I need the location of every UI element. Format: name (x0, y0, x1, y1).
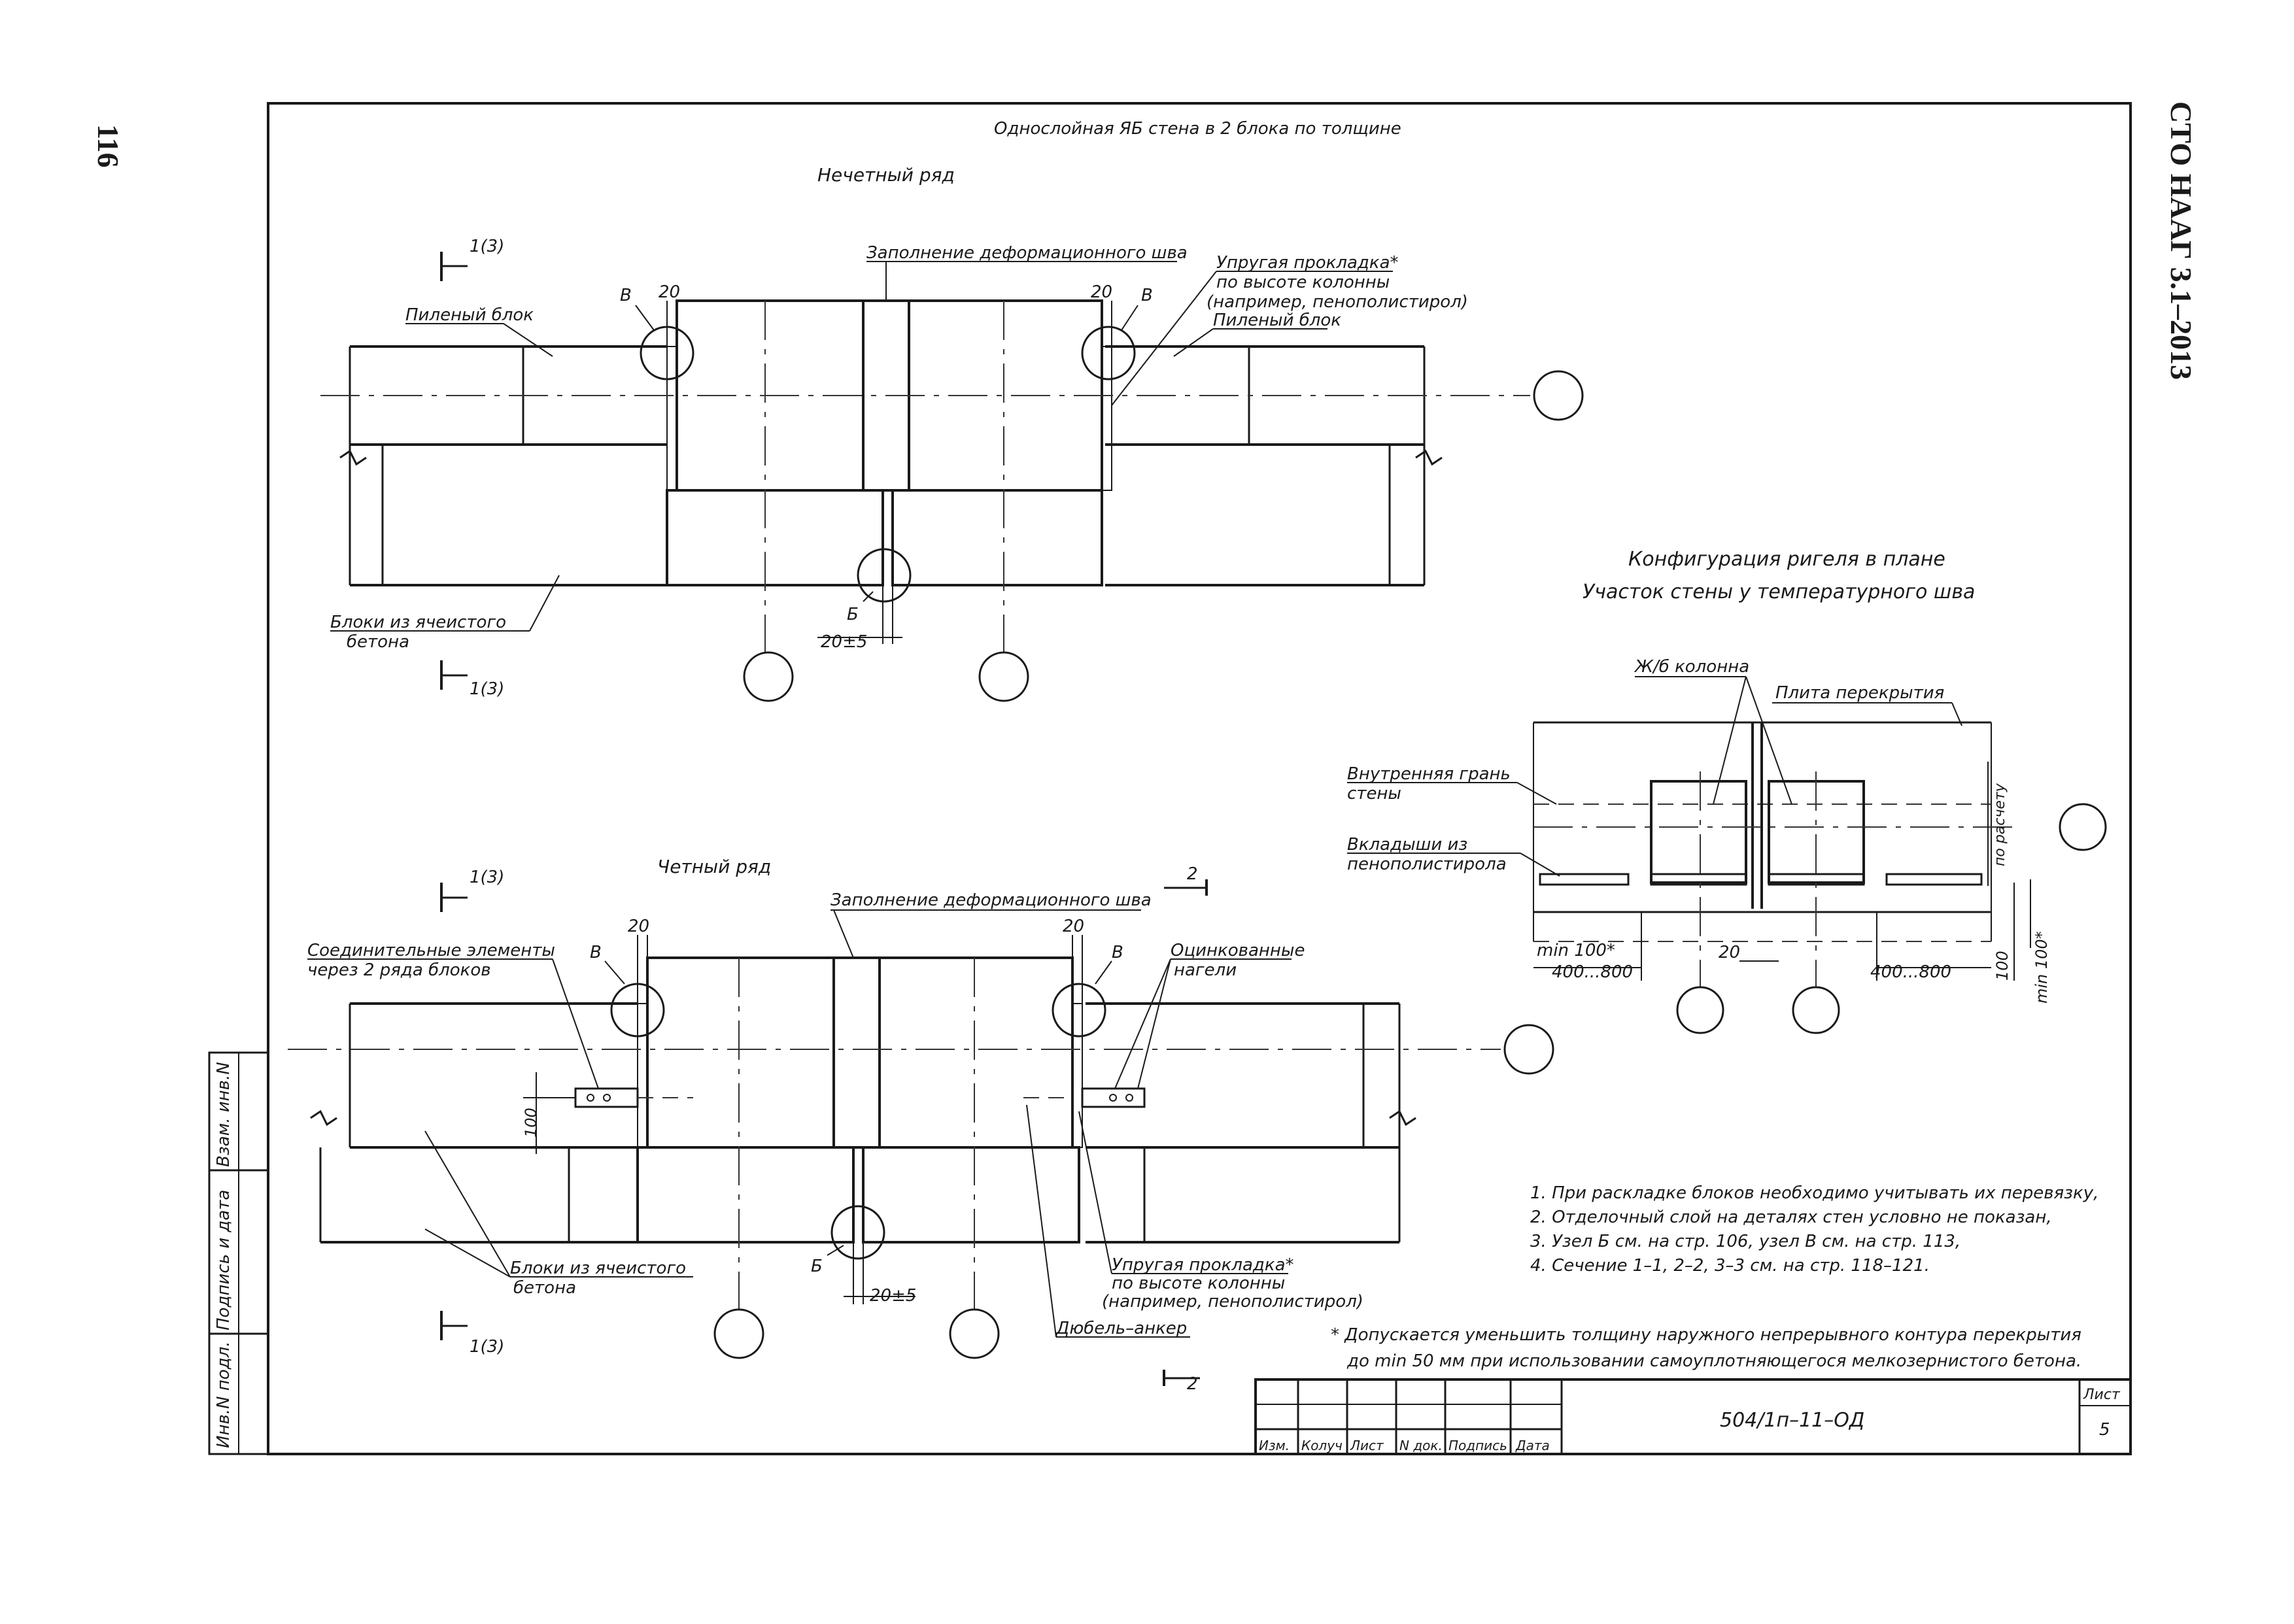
beam-inserts-2: пенополистирола (1347, 854, 1507, 874)
odd-section-mark-top: 1(3) (440, 237, 504, 281)
even-section-label-bottom: 1(3) (470, 1337, 504, 1357)
even-row-heading: Четный ряд (657, 856, 771, 877)
sheet-label: Лист (2083, 1387, 2121, 1403)
even-section-label-top: 1(3) (470, 868, 504, 887)
odd-blocks-2: бетона (347, 632, 409, 652)
beam-min100-left: min 100* (1537, 941, 1615, 960)
even-section-2-bottom: 2 (1163, 1370, 1200, 1394)
stamp-inv-podl: Инв.N подл. (214, 1341, 233, 1448)
odd-dim-20-right: 20 (1091, 282, 1112, 302)
even-section-2-label-bottom: 2 (1187, 1374, 1198, 1394)
even-connectors-1: Соединительные элементы (307, 941, 555, 960)
tb-col-izm: Изм. (1259, 1438, 1290, 1453)
even-elastic-pad-3: (например, пенополистирол) (1102, 1292, 1363, 1311)
beam-inner-face-2: стены (1347, 784, 1401, 804)
footnote-2: до min 50 мм при использовании самоуплот… (1346, 1351, 2081, 1371)
page-number: 116 (92, 124, 125, 167)
odd-dim-20-left: 20 (659, 282, 680, 302)
title-block: Изм. Колуч Лист N док. Подпись Дата 504/… (1254, 1378, 2132, 1455)
even-dim-100: 100 (522, 1108, 540, 1138)
even-section-2-top: 2 (1164, 864, 1208, 896)
beam-by-calc: по расчету (1992, 783, 2008, 866)
even-blocks-2: бетона (513, 1278, 576, 1298)
even-elastic-pad-1: Упругая прокладка* (1112, 1255, 1294, 1275)
beam-inner-face-1: Внутренняя грань (1347, 764, 1511, 784)
stamp-podpis-data: Подпись и дата (214, 1190, 233, 1330)
odd-section-label-bottom: 1(3) (470, 679, 504, 699)
beam-min100-right: min 100* (2032, 931, 2051, 1004)
standard-code: СТО НААГ 3.1–2013 (2165, 101, 2198, 380)
even-elastic-pad-2: по высоте колонны (1112, 1274, 1285, 1293)
tb-col-data: Дата (1515, 1438, 1550, 1453)
even-joint-fill: Заполнение деформационного шва (830, 890, 1152, 910)
even-node-b: Б (811, 1257, 823, 1276)
even-galvanized-2: нагели (1174, 960, 1237, 980)
odd-row-heading: Нечетный ряд (817, 164, 955, 186)
even-connectors-2: через 2 ряда блоков (307, 960, 491, 980)
odd-section-label-top: 1(3) (470, 237, 504, 256)
note-4: 4. Сечение 1–1, 2–2, 3–3 см. на стр. 118… (1530, 1256, 1930, 1276)
odd-node-v-right: В (1141, 286, 1153, 305)
footnote-1: * Допускается уменьшить толщину наружног… (1331, 1325, 2081, 1345)
beam-dim-100: 100 (1993, 951, 2012, 981)
note-2: 2. Отделочный слой на деталях стен услов… (1530, 1208, 2052, 1227)
even-section-mark-top: 1(3) (440, 868, 504, 912)
odd-joint-fill: Заполнение деформационного шва (866, 243, 1188, 263)
beam-title-2: Участок стены у температурного шва (1583, 581, 1975, 603)
note-1: 1. При раскладке блоков необходимо учиты… (1530, 1183, 2098, 1203)
even-section-mark-bottom: 1(3) (440, 1311, 504, 1357)
odd-blocks-1: Блоки из ячеистого (330, 613, 506, 632)
odd-row-plan (320, 299, 1584, 702)
beam-title-1: Конфигурация ригеля в плане (1628, 548, 1945, 571)
beam-floor-slab: Плита перекрытия (1775, 683, 1944, 703)
tb-col-koluch: Колуч (1301, 1438, 1343, 1453)
side-stamp: Инв.N подл. Подпись и дата Взам. инв.N (208, 1051, 269, 1455)
beam-config-plan (1533, 721, 2107, 1034)
beam-dim-400-800-right: 400...800 (1870, 962, 1951, 982)
odd-node-v-left: В (620, 286, 632, 305)
odd-sawn-block-right: Пиленый блок (1213, 311, 1341, 330)
beam-rc-column: Ж/б колонна (1634, 657, 1749, 677)
main-title: Однослойная ЯБ стена в 2 блока по толщин… (994, 119, 1401, 139)
even-dim-20-right: 20 (1063, 917, 1084, 936)
odd-sawn-block-left: Пиленый блок (405, 305, 534, 325)
odd-node-b: Б (847, 605, 859, 624)
beam-dim-20: 20 (1719, 943, 1740, 962)
sheet-number: 5 (2099, 1420, 2110, 1440)
odd-elastic-pad-3: (например, пенополистирол) (1207, 292, 1468, 312)
even-node-v-left: В (590, 943, 602, 962)
doc-code: 504/1п–11–ОД (1720, 1409, 1864, 1432)
even-dowel-anchor: Дюбель–анкер (1055, 1319, 1187, 1338)
odd-dim-gap: 20±5 (821, 632, 867, 652)
tb-col-podpis: Подпись (1448, 1438, 1507, 1453)
tb-col-ndok: N док. (1399, 1438, 1443, 1453)
even-row-plan (288, 956, 1554, 1359)
beam-inserts-1: Вкладыши из (1347, 835, 1467, 854)
drawing-frame (267, 102, 2132, 1455)
tb-col-list: Лист (1350, 1438, 1384, 1453)
even-section-2-label-top: 2 (1187, 864, 1198, 884)
even-blocks-1: Блоки из ячеистого (510, 1259, 686, 1278)
even-dim-20-left: 20 (628, 917, 649, 936)
odd-elastic-pad-2: по высоте колонны (1216, 273, 1390, 292)
odd-elastic-pad-1: Упругая прокладка* (1216, 253, 1399, 273)
odd-section-mark-bottom: 1(3) (440, 660, 504, 699)
stamp-vzam-inv: Взам. инв.N (214, 1062, 233, 1167)
even-galvanized-1: Оцинкованные (1171, 941, 1305, 960)
note-3: 3. Узел Б см. на стр. 106, узел В см. на… (1530, 1232, 1960, 1251)
even-node-v-right: В (1112, 943, 1123, 962)
beam-dim-400-800-left: 400...800 (1552, 962, 1633, 982)
notes: 1. При раскладке блоков необходимо учиты… (1530, 1183, 2098, 1276)
